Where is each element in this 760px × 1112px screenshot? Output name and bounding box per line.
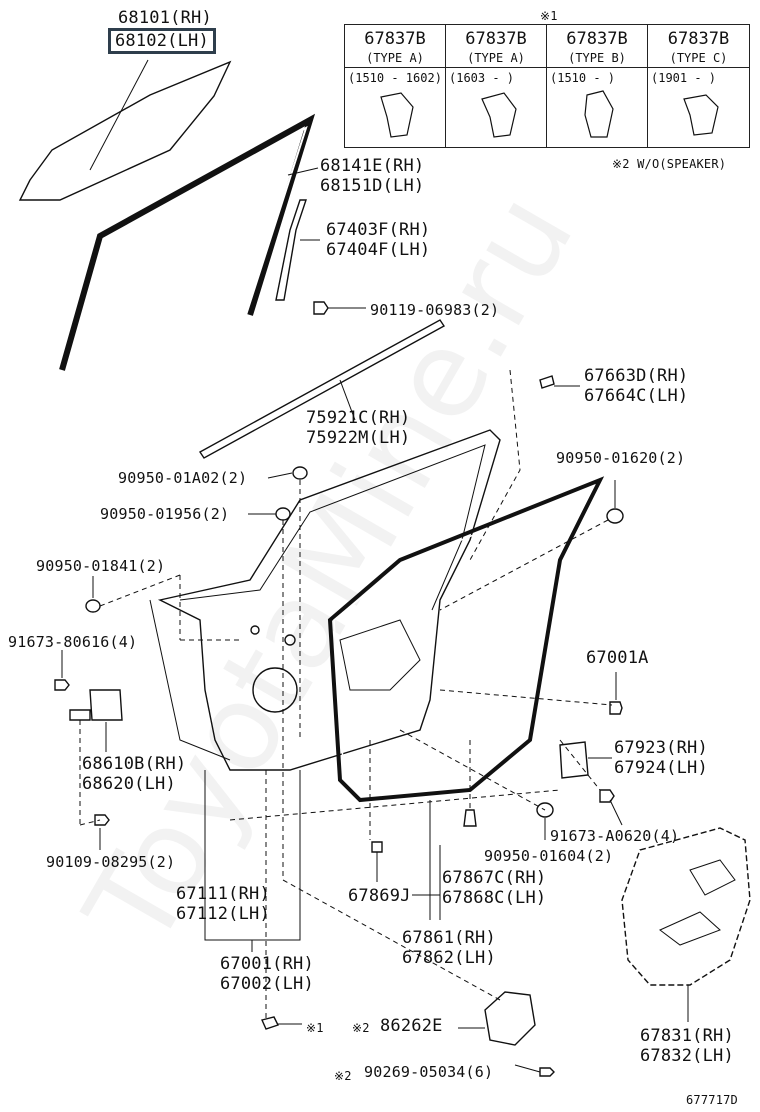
label-plug-01956: 90950-01956(2) <box>100 505 230 523</box>
label-weather-lh: 75922M(LH) <box>306 428 411 448</box>
table-type: (TYPE A) <box>366 51 424 65</box>
label-mark1: ※1 <box>306 1021 324 1035</box>
label-hinge-lh: 68620(LH) <box>82 774 176 794</box>
label-mark2a: ※2 <box>352 1021 370 1035</box>
label-plug-01604: 90950-01604(2) <box>484 847 614 865</box>
clip-67663 <box>539 375 555 389</box>
clip-mark1 <box>261 1016 279 1030</box>
table-range: (1603 - ) <box>449 71 515 85</box>
plug-01841 <box>85 599 101 613</box>
label-plug-01a02: 90950-01A02(2) <box>118 469 248 487</box>
label-cover-rh: 67831(RH) <box>640 1026 734 1046</box>
table-col-2: 67837B (TYPE A) (1603 - ) <box>446 25 547 147</box>
table-part: 67837B <box>364 29 426 49</box>
label-frame-lh: 67404F(LH) <box>326 240 431 260</box>
bolt-90119 <box>313 301 329 315</box>
variant-table: 67837B (TYPE A) (1510 - 1602) 67837B (TY… <box>344 24 750 148</box>
label-bolt-90109: 90109-08295(2) <box>46 853 176 871</box>
label-weatherstrip: 67001A <box>586 648 649 668</box>
label-weather-rh: 75921C(RH) <box>306 408 411 428</box>
plug-01a02 <box>292 466 308 480</box>
label-film-rh: 67861(RH) <box>402 928 496 948</box>
label-door-lh: 67002(LH) <box>220 974 314 994</box>
table-type: (TYPE B) <box>568 51 626 65</box>
table-part: 67837B <box>465 29 527 49</box>
clip-icon <box>481 92 517 138</box>
label-bracket-rh: 67923(RH) <box>614 738 708 758</box>
label-hinge-rh: 68610B(RH) <box>82 754 187 774</box>
table-footnote: ※2 W/O(SPEAKER) <box>612 157 727 171</box>
label-speaker-cover: 86262E <box>380 1016 443 1036</box>
label-bolt-90119: 90119-06983(2) <box>370 301 500 319</box>
label-cover-lh: 67832(LH) <box>640 1046 734 1066</box>
label-run-rh: 68141E(RH) <box>320 156 425 176</box>
clip-67869 <box>371 841 383 853</box>
label-seal-lh: 67868C(LH) <box>442 888 547 908</box>
label-clip-rh: 67663D(RH) <box>584 366 689 386</box>
screw-90269 <box>539 1067 555 1077</box>
bolt-90109 <box>94 814 110 826</box>
glass-run <box>59 113 316 371</box>
table-col-1: 67837B (TYPE A) (1510 - 1602) <box>345 25 446 147</box>
label-panel-rh: 67111(RH) <box>176 884 270 904</box>
label-bracket-lh: 67924(LH) <box>614 758 708 778</box>
service-hole-cover <box>621 827 751 986</box>
seal-clip <box>463 809 477 827</box>
plug-01956 <box>275 507 291 521</box>
bolt-91673 <box>54 679 70 691</box>
speaker-hole-cover <box>484 991 536 1046</box>
label-seal-rh: 67867C(RH) <box>442 868 547 888</box>
label-mark2b: ※2 <box>334 1069 352 1083</box>
table-col-3: 67837B (TYPE B) (1510 - ) <box>547 25 648 147</box>
bracket-67923 <box>559 741 589 779</box>
label-clip-lh: 67664C(LH) <box>584 386 689 406</box>
label-bolt-91673: 91673-80616(4) <box>8 633 138 651</box>
hinge <box>69 689 123 721</box>
clip-icon <box>380 92 414 138</box>
table-range: (1510 - ) <box>550 71 616 85</box>
label-bolt-a0620: 91673-A0620(4) <box>550 827 680 845</box>
table-part: 67837B <box>566 29 628 49</box>
plug-01604 <box>536 802 554 818</box>
bolt-67001a <box>609 701 623 715</box>
label-door-rh: 67001(RH) <box>220 954 314 974</box>
clip-icon <box>584 90 614 138</box>
table-range: (1510 - 1602) <box>348 71 442 85</box>
table-type: (TYPE C) <box>669 51 728 65</box>
label-plug-01620: 90950-01620(2) <box>556 449 686 467</box>
bolt-a0620 <box>599 789 615 803</box>
plug-01620 <box>606 508 624 524</box>
label-glass-rh: 68101(RH) <box>118 8 212 28</box>
door-weatherstrip <box>327 476 605 803</box>
label-film-lh: 67862(LH) <box>402 948 496 968</box>
label-panel-lh: 67112(LH) <box>176 904 270 924</box>
table-note-mark: ※1 <box>540 9 558 23</box>
clip-icon <box>683 94 719 136</box>
table-part: 67837B <box>667 29 730 49</box>
label-clip-67869: 67869J <box>348 886 411 906</box>
door-frame-sash <box>275 199 307 301</box>
label-plug-01841: 90950-01841(2) <box>36 557 166 575</box>
table-col-4: 67837B (TYPE C) (1901 - ) <box>648 25 749 147</box>
door-glass <box>18 60 232 201</box>
belt-weatherstrip <box>198 319 446 459</box>
label-frame-rh: 67403F(RH) <box>326 220 431 240</box>
table-type: (TYPE A) <box>467 51 525 65</box>
label-glass-lh: 68102(LH) <box>108 28 216 54</box>
label-run-lh: 68151D(LH) <box>320 176 425 196</box>
label-screw: 90269-05034(6) <box>364 1063 494 1081</box>
table-range: (1901 - ) <box>651 71 717 85</box>
diagram-id: 677717D <box>686 1093 738 1107</box>
door-shell <box>157 429 501 771</box>
